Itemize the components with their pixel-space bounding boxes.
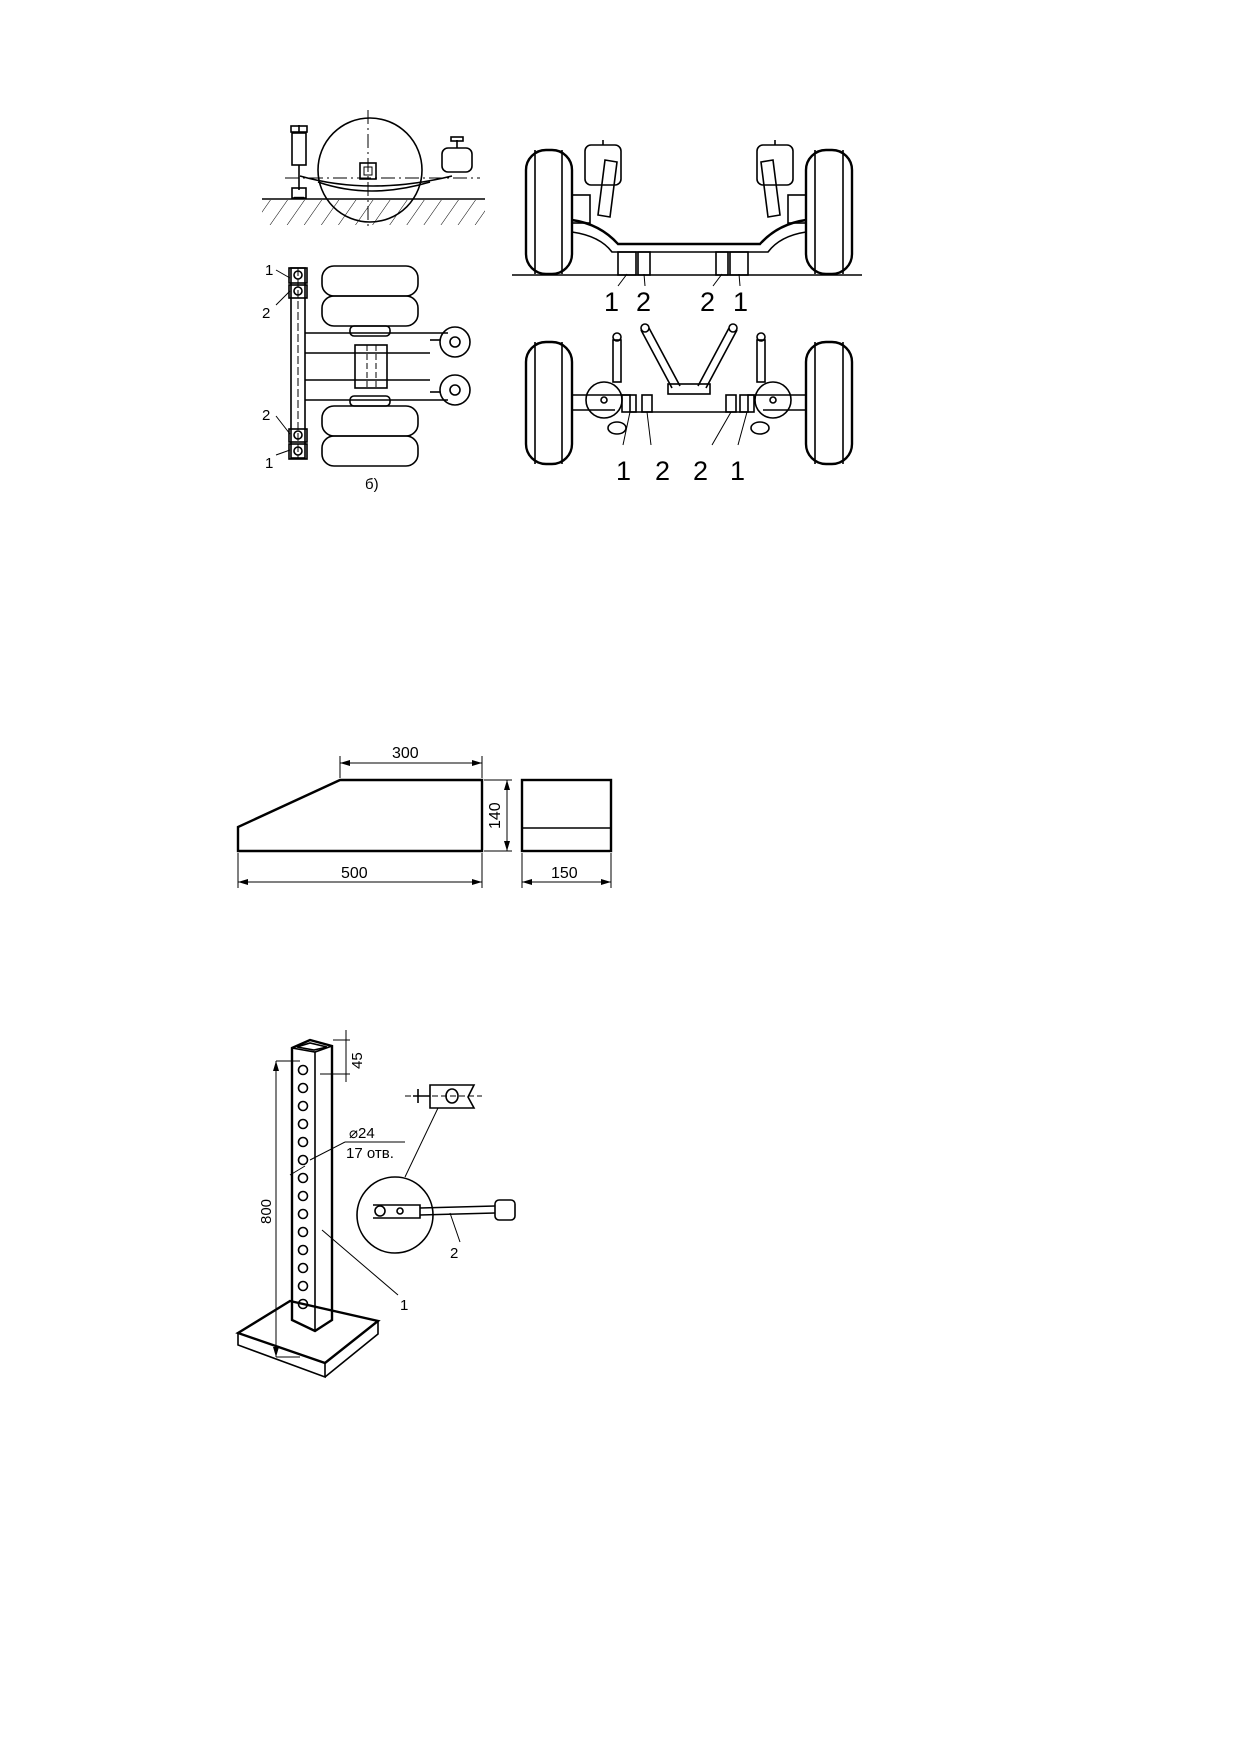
- plan-label-2-top: 2: [262, 305, 270, 322]
- front-label-2-left: 2: [636, 287, 651, 317]
- plan-label-1-bottom: 1: [265, 455, 273, 472]
- chock-dim-top: 300: [392, 745, 419, 762]
- front-view-axle: [512, 140, 862, 287]
- post-hole-count: 17 отв.: [346, 1145, 394, 1162]
- wheel-chock-drawing: [236, 756, 613, 888]
- bottom-label-1-left: 1: [616, 456, 631, 486]
- post-holes: [297, 1064, 309, 1310]
- plan-label-2-bottom: 2: [262, 407, 270, 424]
- stand-post-drawing: [235, 1030, 516, 1379]
- bottom-label-2-left: 2: [655, 456, 670, 486]
- plan-label-1-top: 1: [265, 262, 273, 279]
- chock-dim-height: 140: [487, 802, 504, 829]
- bottom-view-axle: [524, 323, 854, 466]
- post-dim-top: 45: [349, 1052, 366, 1069]
- bottom-label-2-right: 2: [693, 456, 708, 486]
- chock-dim-bottom: 500: [341, 865, 368, 882]
- front-label-1-right: 1: [733, 287, 748, 317]
- front-label-2-right: 2: [700, 287, 715, 317]
- caption-b: б): [365, 476, 379, 493]
- pin-label-2: 2: [450, 1245, 458, 1262]
- post-hole-diameter: ⌀24: [349, 1125, 375, 1142]
- plan-view-axle: [275, 265, 471, 467]
- post-label-1: 1: [400, 1297, 408, 1314]
- chock-dim-width: 150: [551, 865, 578, 882]
- side-view-wheel-jack: [262, 110, 485, 228]
- front-label-1-left: 1: [604, 287, 619, 317]
- bottom-label-1-right: 1: [730, 456, 745, 486]
- post-dim-height: 800: [258, 1199, 275, 1224]
